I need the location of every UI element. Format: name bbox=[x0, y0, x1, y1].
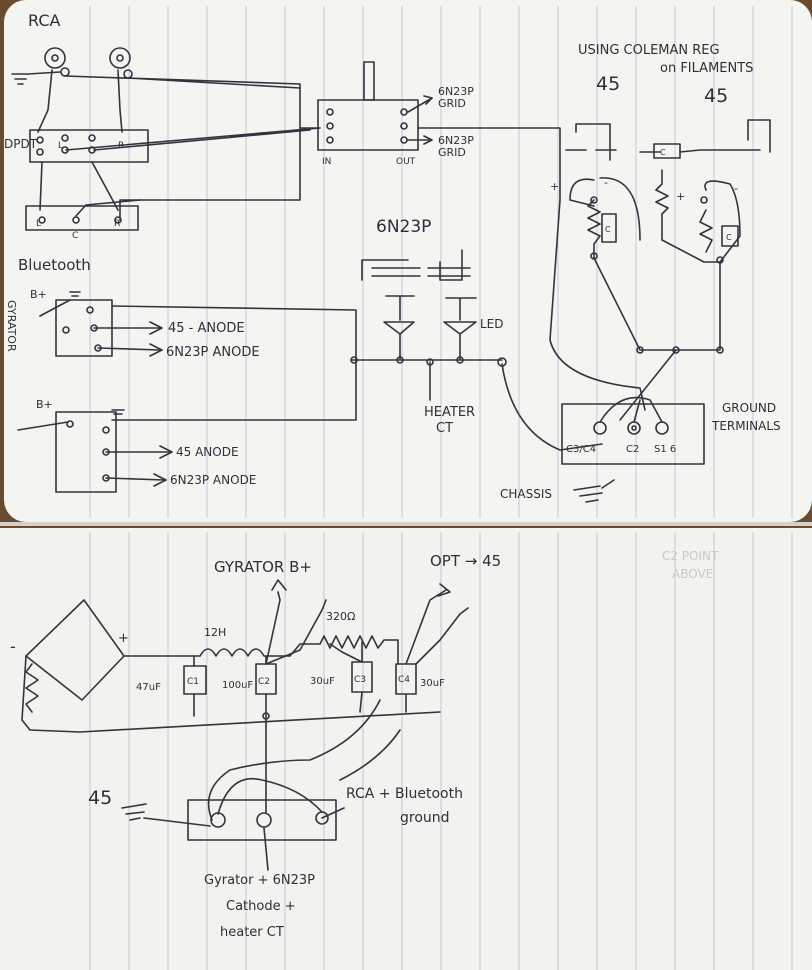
label-c-b: C bbox=[660, 148, 666, 157]
label-45-b: 45 bbox=[704, 85, 728, 107]
label-c3: C3 bbox=[354, 675, 366, 685]
label-choke-12h: 12H bbox=[204, 626, 226, 639]
label-c3c4: C3/C4 bbox=[566, 444, 596, 455]
label-chassis: CHASSIS bbox=[500, 487, 552, 501]
label-c2-terminal: C2 bbox=[626, 444, 639, 455]
label-minus-rect: - bbox=[10, 637, 16, 656]
label-6n23p-anode-2: 6N23P ANODE bbox=[170, 473, 256, 487]
label-led: LED bbox=[480, 317, 504, 331]
label-cap-30uf-a: 30uF bbox=[310, 676, 335, 687]
label-c2-cap: C2 bbox=[258, 677, 270, 687]
label-out: OUT bbox=[396, 157, 416, 167]
label-minus-b: - bbox=[734, 182, 738, 195]
label-res-320: 320Ω bbox=[326, 610, 355, 623]
label-c1: C1 bbox=[187, 677, 199, 687]
label-bluetooth: Bluetooth bbox=[18, 256, 91, 274]
label-cap-30uf-b: 30uF bbox=[420, 678, 445, 689]
label-minus-a: - bbox=[604, 176, 608, 189]
label-45-bottom: 45 bbox=[88, 787, 112, 809]
label-45-anode-2: 45 ANODE bbox=[176, 445, 239, 459]
label-gyrator-bplus: GYRATOR B+ bbox=[214, 558, 312, 576]
label-dpdt: DPDT bbox=[4, 137, 38, 151]
top-schematic bbox=[11, 47, 771, 503]
label-c-a: C bbox=[605, 225, 611, 234]
label-in: IN bbox=[322, 157, 331, 167]
label-r1: R bbox=[118, 141, 124, 151]
label-plus-rect: + bbox=[118, 631, 129, 646]
bottom-page bbox=[0, 528, 812, 970]
label-45-a: 45 bbox=[596, 73, 620, 95]
label-rca: RCA bbox=[28, 11, 60, 30]
label-c-c: C bbox=[726, 233, 732, 242]
label-cap-47uf: 47uF bbox=[136, 682, 161, 693]
label-l1: L bbox=[58, 141, 63, 151]
notebook-rules bbox=[89, 6, 793, 970]
label-r2: R bbox=[114, 219, 120, 229]
bottom-schematic bbox=[21, 579, 469, 871]
label-plus-a: + bbox=[550, 180, 559, 193]
label-b-plus-2: B+ bbox=[36, 398, 53, 411]
label-plus-b: + bbox=[676, 190, 685, 203]
label-c2: C bbox=[72, 231, 78, 241]
label-6n23p-tube: 6N23P bbox=[376, 217, 431, 237]
label-45-anode-1: 45 - ANODE bbox=[168, 321, 245, 336]
label-6n23p-anode-1: 6N23P ANODE bbox=[166, 345, 260, 360]
label-cap-100uf: 100uF bbox=[222, 680, 253, 691]
label-c4: C4 bbox=[398, 675, 410, 685]
label-l2: L bbox=[36, 219, 41, 229]
label-b-plus-1: B+ bbox=[30, 288, 47, 301]
label-opt-45: OPT → 45 bbox=[430, 552, 501, 570]
label-s1-6: S1 6 bbox=[654, 444, 676, 455]
label-gyrator: GYRATOR bbox=[5, 300, 18, 352]
